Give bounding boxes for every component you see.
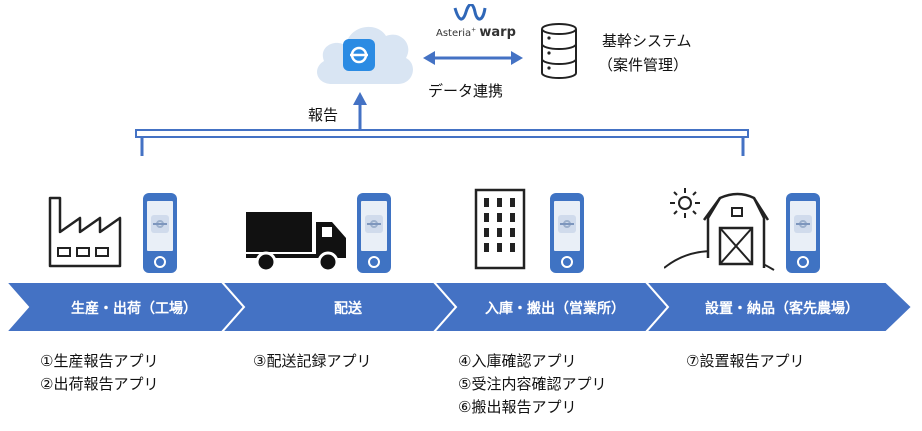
smartphone-icon bbox=[143, 193, 177, 273]
list-item: ①生産報告アプリ bbox=[40, 352, 159, 370]
asteria-brand: Asteria bbox=[436, 28, 472, 39]
database-icon bbox=[541, 23, 577, 79]
list-item: ⑦設置報告アプリ bbox=[686, 352, 805, 370]
chevron-stage-3 bbox=[432, 282, 670, 332]
process-chevrons bbox=[4, 282, 914, 332]
stage-label-4: 設置・納品（客先農場） bbox=[705, 301, 859, 317]
list-item: ⑥搬出報告アプリ bbox=[458, 398, 577, 416]
asteria-product: warp bbox=[479, 25, 516, 40]
core-system-line2: （案件管理） bbox=[598, 56, 689, 74]
stage-4-apps: ⑦設置報告アプリ bbox=[686, 350, 804, 373]
list-item: ⑤受注内容確認アプリ bbox=[458, 375, 607, 393]
smartphone-icon bbox=[786, 193, 820, 273]
factory-icon bbox=[48, 196, 122, 268]
list-item: ②出荷報告アプリ bbox=[40, 375, 159, 393]
chevron-stage-1 bbox=[4, 282, 246, 332]
data-link-arrow bbox=[423, 51, 523, 65]
asteria-app-tile bbox=[343, 39, 375, 71]
report-connector bbox=[135, 92, 749, 156]
chevron-stage-2 bbox=[220, 282, 458, 332]
barn-icon bbox=[664, 192, 775, 271]
link-icon bbox=[350, 46, 368, 64]
report-label: 報告 bbox=[308, 106, 339, 124]
stage-label-2: 配送 bbox=[334, 301, 362, 317]
smartphone-icon bbox=[357, 193, 391, 273]
stage-label-1: 生産・出荷（工場） bbox=[71, 301, 197, 317]
stage-3-apps: ④入庫確認アプリ ⑤受注内容確認アプリ ⑥搬出報告アプリ bbox=[458, 350, 606, 419]
truck-icon bbox=[246, 212, 346, 272]
asteria-logo-icon bbox=[453, 4, 487, 21]
list-item: ④入庫確認アプリ bbox=[458, 352, 577, 370]
list-item: ③配送記録アプリ bbox=[253, 352, 372, 370]
asteria-brand-label: Asteria+ warp bbox=[436, 25, 516, 40]
core-system-line1: 基幹システム bbox=[602, 32, 692, 50]
stage-1-apps: ①生産報告アプリ ②出荷報告アプリ bbox=[40, 350, 158, 396]
building-icon bbox=[474, 188, 526, 270]
data-link-label: データ連携 bbox=[428, 82, 504, 100]
chevron-stage-4 bbox=[644, 282, 914, 332]
stage-2-apps: ③配送記録アプリ bbox=[253, 350, 371, 373]
smartphone-icon bbox=[550, 193, 584, 273]
sun-icon bbox=[670, 188, 700, 218]
stage-label-3: 入庫・搬出（営業所） bbox=[485, 301, 625, 317]
